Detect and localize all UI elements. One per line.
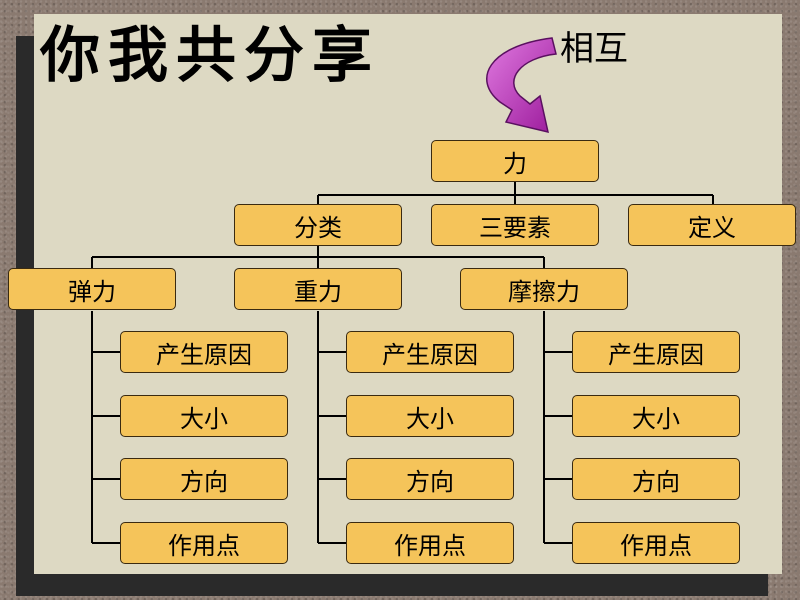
node-friction-label: 摩擦力 [508, 277, 580, 306]
node-friction: 摩擦力 [460, 268, 628, 310]
attr-elastic-cause: 产生原因 [120, 331, 288, 373]
node-classification-label: 分类 [294, 213, 342, 242]
attr-friction-magnitude: 大小 [572, 395, 740, 437]
node-elastic-force: 弹力 [8, 268, 176, 310]
attr-elastic-cause-label: 产生原因 [156, 340, 252, 369]
attr-elastic-application-point-label: 作用点 [168, 531, 240, 560]
attr-gravity-direction: 方向 [346, 458, 514, 500]
attr-elastic-direction-label: 方向 [180, 467, 228, 496]
node-force: 力 [431, 140, 599, 182]
attr-gravity-application-point-label: 作用点 [394, 531, 466, 560]
node-force-label: 力 [503, 149, 527, 178]
attr-gravity-application-point: 作用点 [346, 522, 514, 564]
attr-friction-cause: 产生原因 [572, 331, 740, 373]
attr-elastic-application-point: 作用点 [120, 522, 288, 564]
mutual-label: 相互 [560, 29, 628, 69]
attr-friction-application-point: 作用点 [572, 522, 740, 564]
node-definition-label: 定义 [688, 213, 736, 242]
slide-title: 你我共分享 [40, 21, 380, 91]
attr-gravity-cause: 产生原因 [346, 331, 514, 373]
node-three-elements-label: 三要素 [479, 213, 551, 242]
node-elastic-force-label: 弹力 [68, 277, 116, 306]
node-gravity-label: 重力 [294, 277, 342, 306]
node-gravity: 重力 [234, 268, 402, 310]
attr-friction-application-point-label: 作用点 [620, 531, 692, 560]
attr-gravity-magnitude: 大小 [346, 395, 514, 437]
attr-gravity-direction-label: 方向 [406, 467, 454, 496]
attr-elastic-magnitude: 大小 [120, 395, 288, 437]
attr-friction-direction-label: 方向 [632, 467, 680, 496]
attr-gravity-cause-label: 产生原因 [382, 340, 478, 369]
node-definition: 定义 [628, 204, 796, 246]
node-three-elements: 三要素 [431, 204, 599, 246]
attr-elastic-direction: 方向 [120, 458, 288, 500]
attr-elastic-magnitude-label: 大小 [180, 404, 228, 433]
attr-friction-magnitude-label: 大小 [632, 404, 680, 433]
mutual-arrow-icon [486, 37, 557, 134]
attr-friction-direction: 方向 [572, 458, 740, 500]
attr-friction-cause-label: 产生原因 [608, 340, 704, 369]
attr-gravity-magnitude-label: 大小 [406, 404, 454, 433]
node-classification: 分类 [234, 204, 402, 246]
